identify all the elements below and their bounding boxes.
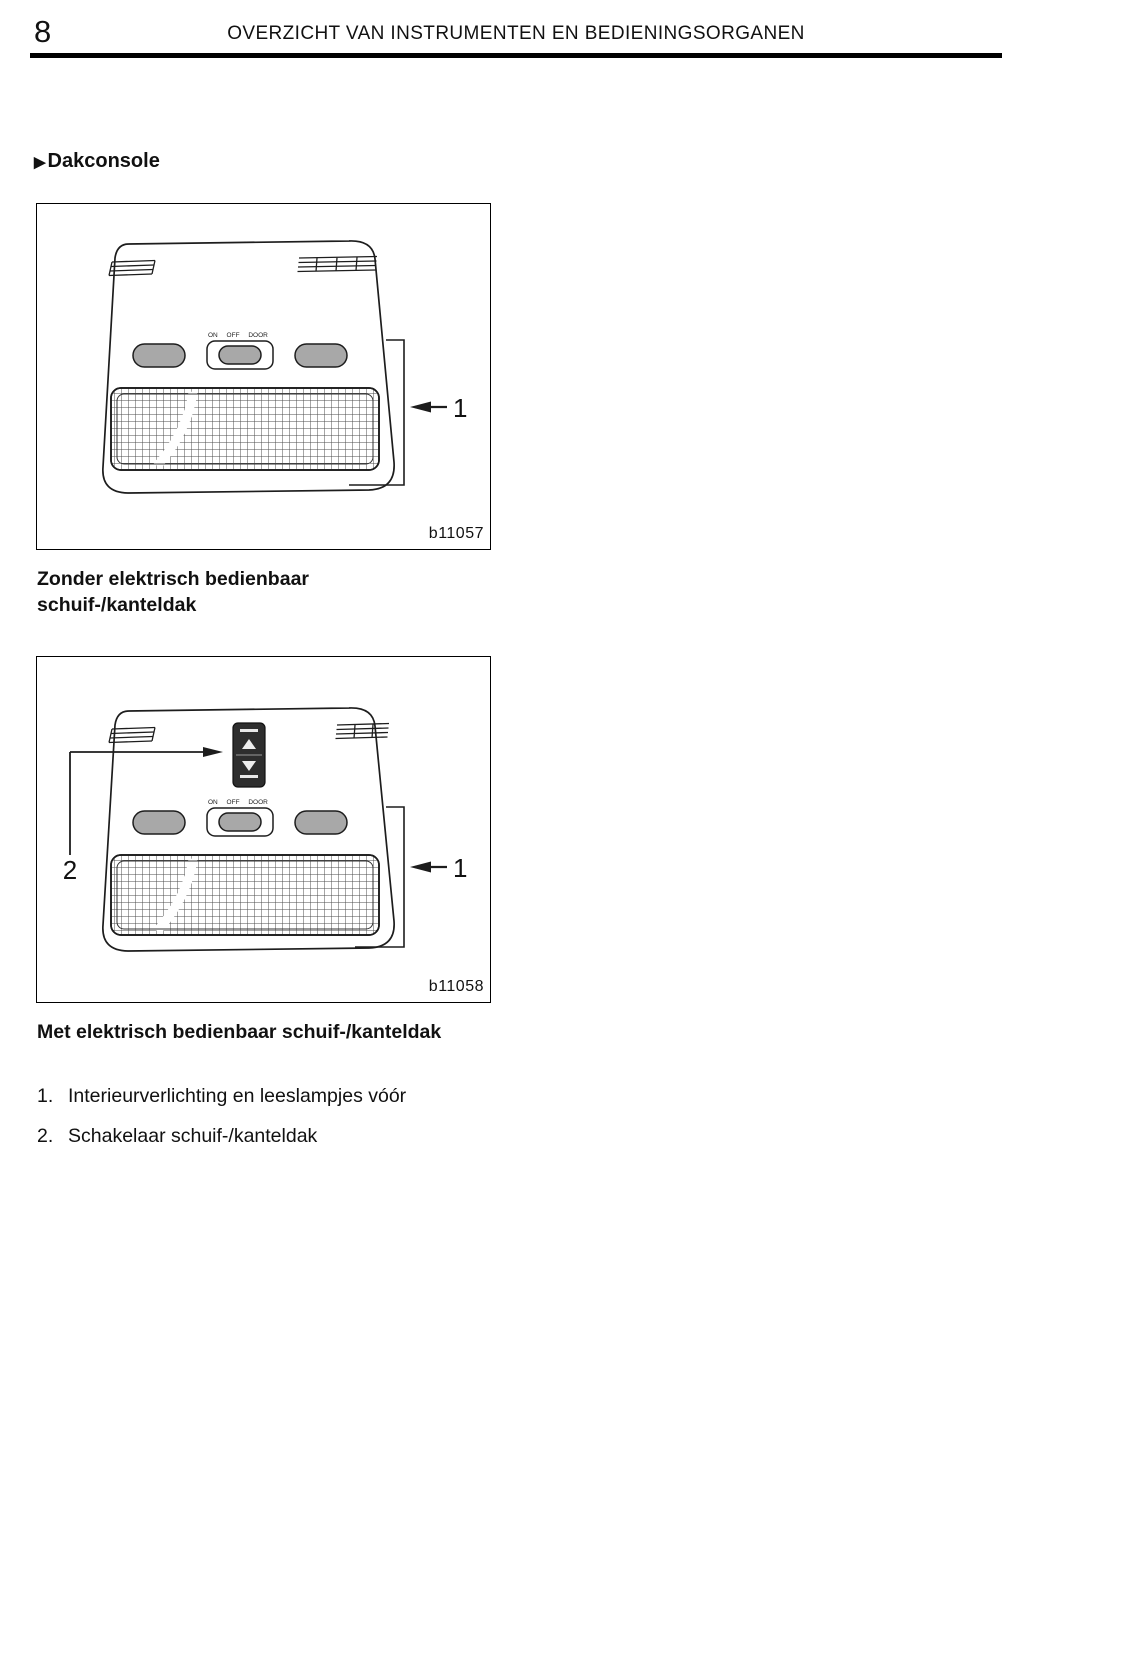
figure2-code: b11058 [429, 978, 484, 995]
legend-item-1: 1. Interieurverlichting en leeslampjes v… [37, 1085, 1112, 1108]
callout-1-bracket [355, 806, 405, 948]
air-vent-right-icon [335, 722, 390, 740]
header-rule [30, 53, 1002, 58]
air-vent-right-icon [297, 255, 378, 273]
page-header: 8 OVERZICHT VAN INSTRUMENTEN EN BEDIENIN… [30, 10, 1002, 58]
figure2-caption: Met elektrisch bedienbaar schuif-/kantel… [37, 1019, 507, 1045]
interior-light-buttons [132, 807, 348, 837]
legend-item-2: 2. Schakelaar schuif-/kanteldak [37, 1125, 1112, 1148]
interior-light-buttons [132, 340, 348, 370]
legend: 1. Interieurverlichting en leeslampjes v… [37, 1085, 1112, 1148]
interior-light-lens [110, 854, 380, 936]
callout-1-bracket [349, 339, 405, 486]
legend-item-1-text: Interieurverlichting en leeslampjes vóór [68, 1085, 407, 1107]
callout-2-line: 2 [63, 747, 223, 885]
light-switch-positions-label: ON OFF DOOR [208, 799, 268, 806]
figure-roof-console-with-sunroof: 2 ON OFF DOOR 1 b11058 [36, 656, 491, 1003]
air-vent-left-icon [108, 726, 156, 744]
legend-item-2-text: Schakelaar schuif-/kanteldak [68, 1125, 318, 1147]
figure-roof-console-without-sunroof: ON OFF DOOR 1 b11057 [36, 203, 491, 550]
figure1-caption: Zonder elektrisch bedienbaar schuif-/kan… [37, 566, 507, 618]
callout-1-arrow: 1 [410, 393, 467, 423]
legend-item-2-number: 2. [37, 1125, 54, 1147]
sunroof-switch-icon [232, 722, 266, 788]
manual-page: 8 OVERZICHT VAN INSTRUMENTEN EN BEDIENIN… [30, 10, 1112, 1148]
figure1-code: b11057 [429, 525, 484, 542]
section-title: Dakconsole [47, 150, 160, 172]
air-vent-left-icon [108, 259, 156, 277]
roof-console-drawing-2: 2 ON OFF DOOR 1 b11058 [63, 707, 484, 995]
callout-2-label: 2 [63, 855, 77, 885]
callout-1-label: 1 [453, 853, 467, 883]
callout-1-label: 1 [453, 393, 467, 423]
page-number: 8 [34, 14, 52, 49]
section-heading: ▶ Dakconsole [34, 150, 1112, 173]
figure1-caption-line2: schuif-/kanteldak [37, 594, 197, 616]
figure1-caption-line1: Zonder elektrisch bedienbaar [37, 568, 310, 590]
interior-light-lens [110, 387, 380, 471]
roof-console-drawing-1: ON OFF DOOR 1 b11057 [102, 240, 484, 542]
chapter-title: OVERZICHT VAN INSTRUMENTEN EN BEDIENINGS… [227, 23, 805, 44]
figure2-caption-line: Met elektrisch bedienbaar schuif-/kantel… [37, 1021, 442, 1043]
light-switch-positions-label: ON OFF DOOR [208, 332, 268, 339]
section-marker-icon: ▶ [34, 153, 46, 171]
callout-1-arrow: 1 [410, 853, 467, 883]
legend-item-1-number: 1. [37, 1085, 54, 1107]
